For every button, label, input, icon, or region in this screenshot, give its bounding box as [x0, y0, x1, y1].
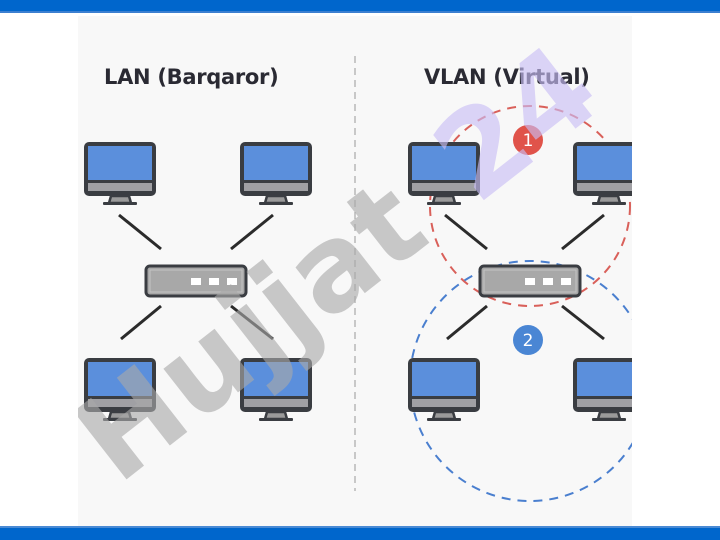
lan-cable: [230, 304, 274, 341]
vlan-computer-top-left: [406, 140, 482, 207]
bottom-accent-bar: [0, 526, 720, 540]
lan-computer-top-right: [238, 140, 314, 207]
lan-computer-bottom-left: [82, 356, 158, 423]
lan-computer-top-left: [82, 140, 158, 207]
vlan-cable: [561, 304, 605, 341]
vlan-title: VLAN (Virtual): [424, 65, 590, 89]
vlan-2-badge: 2: [513, 325, 543, 355]
top-accent-bar: [0, 0, 720, 13]
network-diagram: 1 2: [82, 56, 632, 502]
vlan-1-badge: 1: [513, 125, 543, 155]
vlan-computer-top-right: [571, 140, 632, 207]
lan-title: LAN (Barqaror): [104, 65, 279, 89]
vlan-cable: [444, 213, 488, 251]
vlan-computer-bottom-left: [406, 356, 482, 423]
vlan-1-badge-label: 1: [523, 131, 534, 151]
diagram-panel: 1 2 LAN (Barqaror) VLAN (Virtual) Hujjat…: [78, 16, 632, 527]
lan-switch: [144, 264, 248, 298]
vlan-computer-bottom-right: [571, 356, 632, 423]
vlan-1-boundary: [429, 105, 631, 307]
vlan-2-badge-label: 2: [523, 331, 534, 351]
lan-computer-bottom-right: [238, 356, 314, 423]
vlan-cable: [446, 304, 488, 341]
lan-cable: [230, 213, 274, 251]
lan-diagram: [82, 140, 314, 423]
vlan-cable: [561, 213, 605, 251]
lan-cable: [118, 213, 162, 251]
vlan-switch: [478, 264, 582, 298]
vlan-diagram: 1 2: [406, 105, 632, 502]
lan-cable: [120, 304, 162, 341]
